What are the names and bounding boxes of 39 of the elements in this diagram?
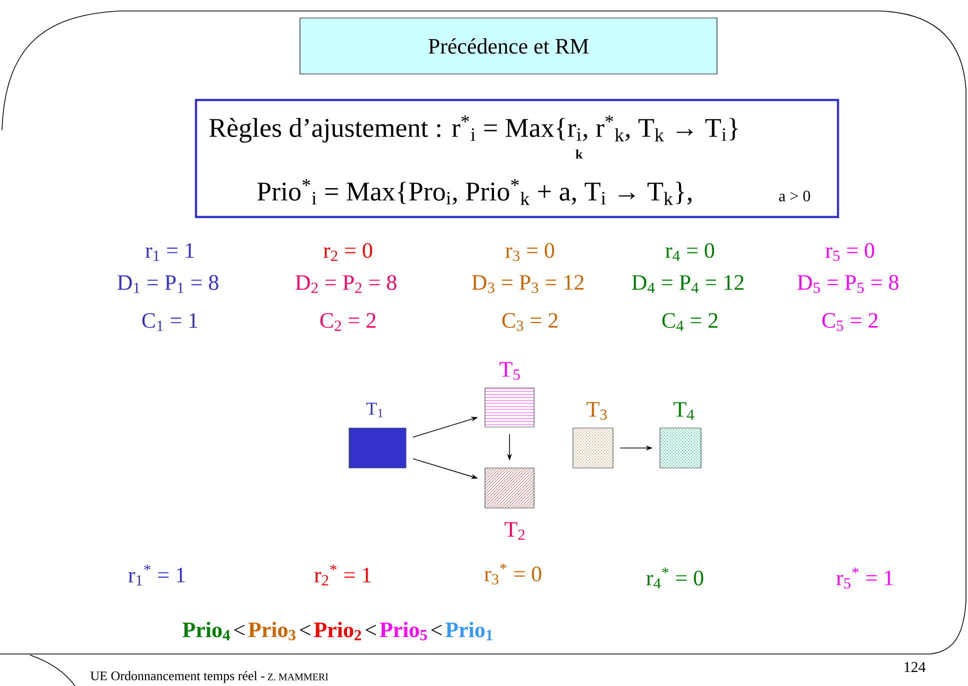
result-text: r$_{1}$$^{*}$ = 1	[128, 564, 185, 586]
task-label: T$_{4}$	[674, 402, 694, 420]
priority-order-text: <	[300, 624, 310, 636]
priority-order-text: <	[234, 624, 244, 636]
priority-order-text: <	[431, 624, 442, 636]
priority-order-text: Prio$_{5}$	[380, 622, 427, 640]
parameter-text: D$_{4}$ = P$_{4}$ = 12	[632, 275, 744, 293]
result-text: r$_{3}$$^{*}$ = 0	[484, 564, 542, 584]
parameter-text: C$_{2}$ = 2	[320, 313, 376, 331]
result-text: r$_{2}$$^{*}$ = 1	[314, 564, 371, 586]
parameter-text: C$_{1}$ = 1	[142, 313, 198, 331]
priority-order-text: Prio$_{3}$	[248, 622, 296, 640]
priority-order-text: <	[366, 624, 376, 636]
parameter-text: C$_{4}$ = 2	[662, 313, 718, 331]
page-number: 124	[904, 662, 926, 672]
priority-order-text: Prio$_{1}$	[445, 622, 492, 640]
parameter-text: r$_{1}$ = 1	[145, 243, 194, 261]
parameter-text: r$_{4}$ = 0	[665, 243, 714, 261]
task-label: T$_{3}$	[586, 402, 607, 420]
result-text: r$_{4}$$^{*}$ = 0	[646, 568, 704, 588]
parameter-text: C$_{3}$ = 2	[502, 313, 558, 331]
rules-box: Règles d’ajustement : r$^{*}$$_{i}$ = Max{r$_{i}$, r$^{*}$$_{k}$, T$_{k}$ → T$_{i}$} k Prio$^{*}$$_{i}$ = Max{Pro$_{i}$, Prio$^{*}$$_{k}$ + a, T$_{i}$ → T$_{k}$}, a > 0	[194, 98, 840, 218]
parameter-text: C$_{5}$ = 2	[822, 313, 878, 331]
task-label: T$_{2}$	[504, 522, 524, 540]
task-label: T$_{5}$	[500, 362, 520, 380]
priority-order-text: Prio$_{2}$	[314, 622, 361, 640]
parameter-text: r$_{2}$ = 0	[323, 243, 372, 261]
parameter-text: D$_{1}$ = P$_{1}$ = 8	[117, 275, 218, 293]
priority-order-text: Prio$_{4}$	[182, 622, 230, 640]
parameter-text: D$_{5}$ = P$_{5}$ = 8	[797, 275, 898, 293]
footer-text: UE Ordonnancement temps réel -	[90, 671, 264, 683]
footer-text: Z. MAMMERI	[268, 674, 328, 680]
task-label: T$_{1}$	[366, 402, 383, 418]
parameter-text: D$_{2}$ = P$_{2}$ = 8	[295, 275, 396, 293]
result-text: r$_{5}$$^{*}$ = 1	[836, 568, 893, 588]
parameter-text: r$_{3}$ = 0	[505, 243, 554, 261]
parameter-text: r$_{5}$ = 0	[825, 243, 874, 261]
parameter-text: D$_{3}$ = P$_{3}$ = 12	[472, 275, 584, 293]
title-box: Précédence et RM	[300, 18, 718, 74]
